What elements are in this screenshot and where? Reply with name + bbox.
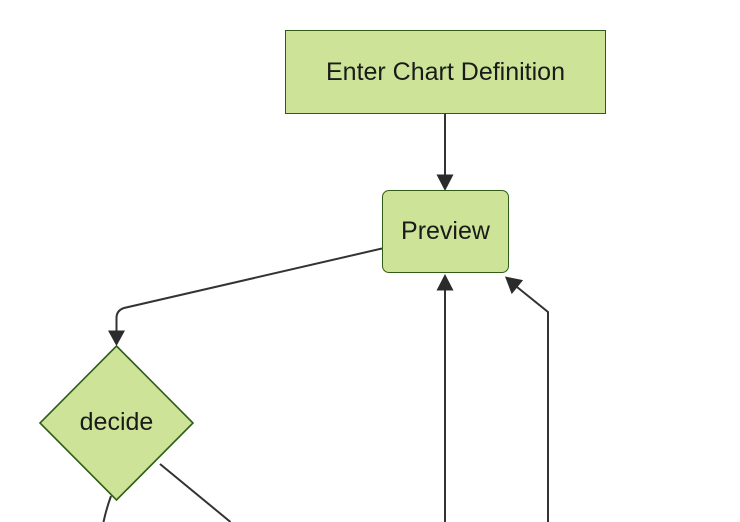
- edge-preview-to-decide: [115, 247, 383, 331]
- arrowhead-bottom-right-to-preview: [505, 276, 524, 295]
- node-preview: Preview: [382, 190, 509, 273]
- arrowhead-preview-to-decide: [108, 330, 125, 346]
- edge-decide-to-offscreen-right: [159, 463, 232, 522]
- arrowhead-bottom-to-preview: [436, 274, 454, 291]
- edge-decide-to-offscreen-left: [102, 495, 112, 522]
- node-decide-shape: [38, 344, 195, 502]
- node-decide-label: decide: [79, 408, 154, 436]
- edge-bottom-right-to-preview: [516, 286, 549, 522]
- node-enter-chart-definition: Enter Chart Definition: [285, 30, 606, 114]
- node-enter-chart-definition-label: Enter Chart Definition: [325, 57, 565, 86]
- node-preview-label: Preview: [401, 217, 490, 245]
- arrowhead-enter-to-preview: [436, 174, 454, 191]
